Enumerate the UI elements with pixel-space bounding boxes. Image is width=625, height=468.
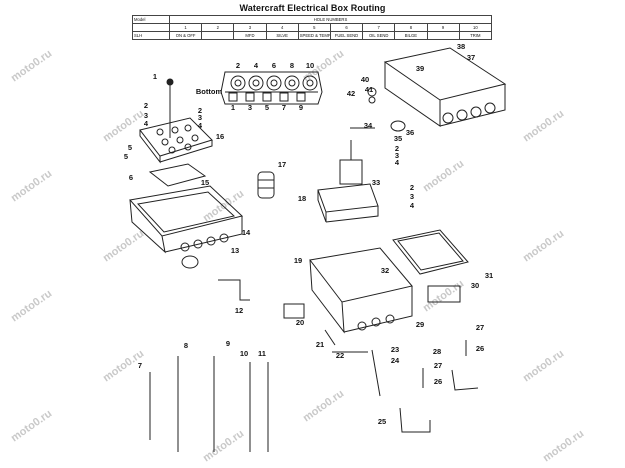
connector-number: 4 [253,61,259,70]
callout-17: 17 [277,160,287,169]
callout-4b: 4 [197,121,203,130]
callout-12: 12 [234,306,244,315]
callout-18: 18 [297,194,307,203]
callout-33: 33 [371,178,381,187]
callout-36: 36 [405,128,415,137]
connector-number: 6 [271,61,277,70]
fuse-clip [324,329,336,346]
callout-4d: 4 [409,201,415,210]
callout-15: 15 [200,178,210,187]
callout-1: 1 [152,72,158,81]
callout-19: 19 [293,256,303,265]
callout-2: 2 [143,101,149,110]
callout-5: 5 [127,143,133,152]
bracket-part [218,279,250,301]
callout-28: 28 [432,347,442,356]
callout-23: 23 [390,345,400,354]
callout-38: 38 [456,42,466,51]
connector-number: 7 [281,103,287,112]
gasket-plate [148,163,207,187]
callout-5b: 5 [123,152,129,161]
table-row: SLH ON & OFF MFD SILVE SPEED & TEMP FUEL… [132,31,493,40]
callout-26b: 26 [433,377,443,386]
connector-number: 8 [289,61,295,70]
callout-39: 39 [415,64,425,73]
bracket-part [451,369,479,391]
main-electrical-box [309,247,413,334]
cap-part [181,255,199,269]
callout-32: 32 [380,266,390,275]
connector-number: 5 [264,103,270,112]
connector-number: 9 [298,103,304,112]
callout-41: 41 [364,85,374,94]
callout-7: 7 [137,361,143,370]
lower-electrical-box [129,185,244,254]
callout-14: 14 [241,228,251,237]
callout-16: 16 [215,132,225,141]
callout-27b: 27 [433,361,443,370]
callout-13: 13 [230,246,240,255]
coil-part [257,171,275,199]
connector-number: 1 [230,103,236,112]
callout-24: 24 [390,356,400,365]
routing-table: Model HOLE NUMBERS 1 2 3 4 5 6 7 8 9 10 … [132,15,493,40]
connector-number: 2 [235,61,241,70]
connector-number: 3 [247,103,253,112]
connector-number: 10 [305,61,315,70]
callout-40: 40 [360,75,370,84]
callout-20: 20 [295,318,305,327]
bottom-view-label: Bottom [195,87,223,96]
callout-6: 6 [128,173,134,182]
circuit-board [139,117,213,164]
callout-42: 42 [346,89,356,98]
callout-3: 3 [143,111,149,120]
callout-3c: 3 [394,151,400,160]
callout-2c: 2 [394,144,400,153]
callout-29: 29 [415,320,425,329]
callout-4: 4 [143,119,149,128]
callout-21: 21 [315,340,325,349]
cap-part [390,120,406,132]
callout-8: 8 [183,341,189,350]
callout-3b: 3 [197,113,203,122]
wire-lead [371,349,381,397]
washer-part [368,96,376,104]
module-part [317,183,379,223]
grommet-part [367,87,377,97]
callout-4c: 4 [394,158,400,167]
callout-22: 22 [335,351,345,360]
relay-part [427,285,461,303]
callout-35: 35 [393,134,403,143]
callout-25: 25 [377,417,387,426]
box-gasket [392,229,469,275]
callout-2d: 2 [409,183,415,192]
solenoid-part [339,140,363,185]
callout-31: 31 [484,271,494,280]
bracket-part [399,407,431,433]
callout-10: 10 [239,349,249,358]
callout-27: 27 [475,323,485,332]
callout-11: 11 [258,349,266,358]
table-cell: SPEED & TEMP [297,31,331,40]
diagram-title: Watercraft Electrical Box Routing [239,3,386,13]
callout-30: 30 [470,281,480,290]
callout-37: 37 [466,53,476,62]
callout-9: 9 [225,339,231,348]
connector-block [220,71,323,105]
callout-3d: 3 [409,192,415,201]
upper-electrical-box [383,47,507,127]
callout-2b: 2 [197,106,203,115]
callout-26: 26 [475,344,485,353]
callout-34: 34 [363,121,373,130]
table-cell: TRIM [458,31,493,40]
fuse-part [283,303,305,319]
